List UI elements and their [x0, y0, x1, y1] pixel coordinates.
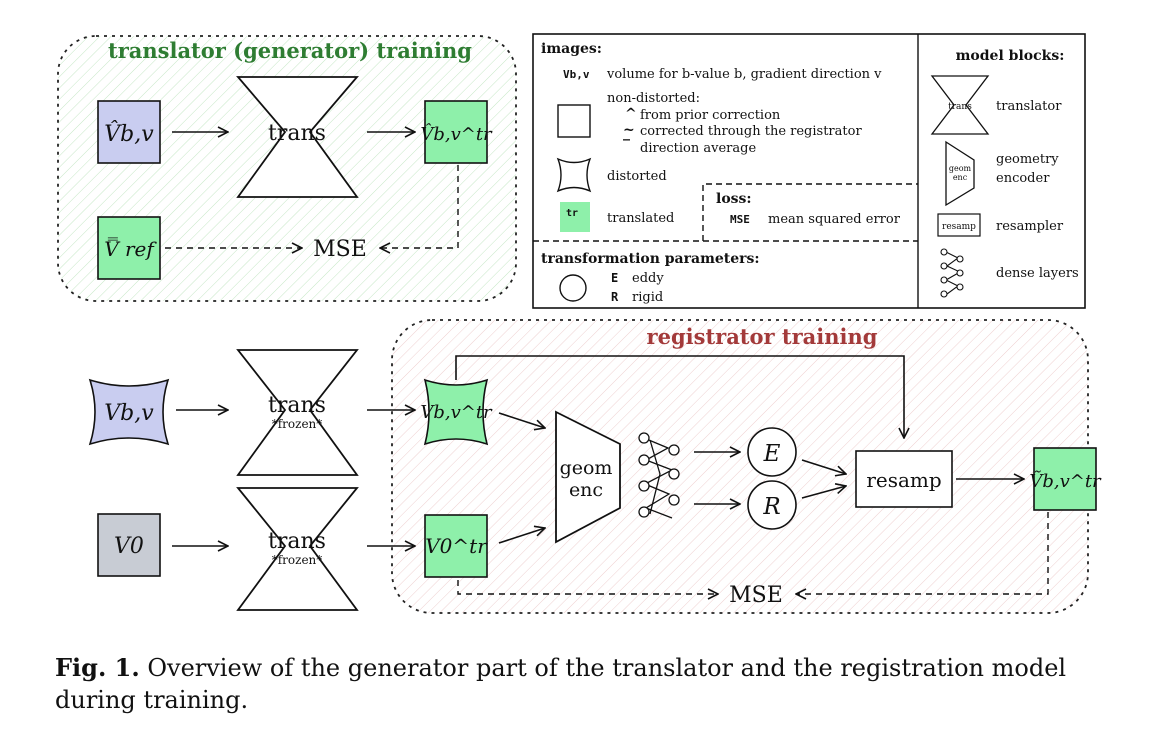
- legend-rigid-symbol: R: [611, 290, 619, 304]
- bar-symbol-icon: ‾: [623, 138, 630, 154]
- legend-resamp-icon-label: resamp: [942, 222, 976, 232]
- arrow-out2-to-mse: [457, 580, 718, 594]
- legend-translated-desc: translated: [607, 211, 674, 226]
- registrator-trans1-sub: *frozen*: [272, 417, 323, 431]
- registrator-out1-label: Vb,v^tr: [420, 402, 493, 423]
- legend-geom-icon-label-2: enc: [953, 173, 968, 182]
- arrow-out2-to-geom: [498, 528, 545, 544]
- arrow-eddy-to-resamp: [801, 459, 846, 474]
- legend-average-desc: direction average: [640, 141, 756, 156]
- hat-symbol-icon: ^: [625, 106, 637, 122]
- legend-vbv-desc: volume for b-value b, gradient direction…: [606, 67, 882, 82]
- registrator-input2-box: [97, 513, 161, 577]
- legend-translated-box: [560, 202, 590, 232]
- registrator-input1-box: [88, 378, 170, 446]
- legend-trans-icon-label: trans: [948, 102, 972, 112]
- legend-rigid-desc: rigid: [632, 290, 663, 305]
- tilde-symbol-icon: ~: [623, 122, 635, 138]
- legend-distorted-box: [556, 157, 592, 193]
- legend-trans-icon: [930, 75, 990, 135]
- translator-mse-label: MSE: [313, 237, 367, 262]
- translator-trans-label: trans: [268, 121, 326, 146]
- legend-translator-desc: translator: [996, 99, 1062, 114]
- legend-vbv-symbol: Vb,v: [563, 68, 590, 81]
- registrator-region-title: registrator training: [647, 324, 878, 349]
- registrator-trans2-block: [236, 487, 359, 611]
- legend-distorted-desc: distorted: [607, 169, 667, 184]
- registrator-trans1-block: [236, 349, 359, 476]
- legend-transform-title: transformation parameters:: [541, 251, 760, 267]
- registrator-training-region: registrator training: [391, 319, 1089, 614]
- registrator-eddy-node: [747, 427, 797, 477]
- legend-mse-symbol: MSE: [730, 213, 750, 226]
- arrow-final-to-mse: [796, 512, 1049, 594]
- arrow-rigid-to-resamp: [801, 486, 846, 499]
- arrow-output-to-mse: [380, 165, 459, 248]
- translator-ref-label: V̿ ref: [104, 237, 157, 261]
- translator-ref-box: [97, 216, 161, 280]
- legend-geom-icon: [945, 140, 975, 207]
- architecture-diagram: translator (generator) training V̂b,v tr…: [57, 33, 1102, 614]
- registrator-pipeline: Vb,v trans *frozen* Vb,v^tr V0 trans *fr…: [88, 349, 1102, 611]
- legend-param-circle: [559, 274, 587, 302]
- legend-prior-desc: from prior correction: [640, 108, 781, 123]
- arrow-out1-to-geom: [498, 412, 545, 428]
- registrator-resamp-label: resamp: [866, 468, 941, 492]
- registrator-final-box: [1033, 447, 1097, 511]
- translator-input-box: [97, 100, 161, 164]
- legend-nondistorted-title: non-distorted:: [607, 91, 700, 106]
- legend-nondistorted-box: [557, 104, 591, 138]
- registrator-geom-encoder: [555, 410, 621, 544]
- legend-geometry-desc-1: geometry: [996, 152, 1059, 167]
- registrator-geom-label-1: geom: [560, 457, 613, 479]
- legend-panel: images: Vb,v volume for b-value b, gradi…: [532, 33, 1086, 309]
- translator-input-label: V̂b,v: [104, 121, 154, 147]
- registrator-rigid-label: R: [762, 494, 780, 520]
- registrator-mse-label: MSE: [729, 583, 783, 608]
- legend-dense-icon: [940, 248, 964, 298]
- translator-output-label: V̂b,v^tr: [420, 123, 493, 145]
- registrator-out2-label: V0^tr: [425, 534, 488, 558]
- registrator-trans2-sub: *frozen*: [272, 553, 323, 567]
- legend-geom-icon-label-1: geom: [949, 164, 972, 173]
- registrator-eddy-label: E: [763, 441, 781, 467]
- legend-images-title: images:: [541, 41, 602, 57]
- registrator-resamp-block: [855, 450, 953, 508]
- legend-loss-title: loss:: [716, 191, 752, 207]
- caption-text: Overview of the generator part of the tr…: [55, 654, 1067, 714]
- registrator-input1-label: Vb,v: [104, 401, 154, 426]
- registrator-trans1-label: trans: [268, 393, 326, 418]
- arrow-out1-to-resamp: [455, 355, 904, 438]
- legend-resamp-icon: [937, 213, 981, 237]
- registrator-rigid-node: [747, 480, 797, 530]
- legend-eddy-symbol: E: [611, 271, 618, 285]
- legend-dense-desc: dense layers: [996, 266, 1079, 281]
- translator-output-box: [424, 100, 488, 164]
- legend-corrected-desc: corrected through the registrator: [640, 124, 862, 139]
- registrator-final-label: Ṽb,v^tr: [1029, 470, 1102, 492]
- translator-training-region: translator (generator) training V̂b,v tr…: [57, 35, 517, 302]
- registrator-out2-box: [424, 514, 488, 578]
- registrator-input2-label: V0: [114, 534, 144, 559]
- registrator-trans2-label: trans: [268, 529, 326, 554]
- legend-model-title: model blocks:: [956, 48, 1065, 64]
- caption-label: Fig. 1.: [55, 653, 140, 682]
- legend-tr-symbol: tr: [566, 208, 578, 219]
- legend-mse-desc: mean squared error: [768, 212, 901, 227]
- figure-caption: Fig. 1. Overview of the generator part o…: [55, 652, 1100, 716]
- registrator-geom-label-2: enc: [569, 479, 603, 501]
- registrator-dense-layers: [638, 432, 680, 519]
- legend-resampler-desc: resampler: [996, 219, 1064, 234]
- legend-geometry-desc-2: encoder: [996, 171, 1050, 186]
- registrator-out1-box: [423, 378, 489, 446]
- translator-trans-block: [236, 76, 359, 198]
- translator-region-title: translator (generator) training: [108, 38, 472, 63]
- legend-eddy-desc: eddy: [632, 271, 664, 286]
